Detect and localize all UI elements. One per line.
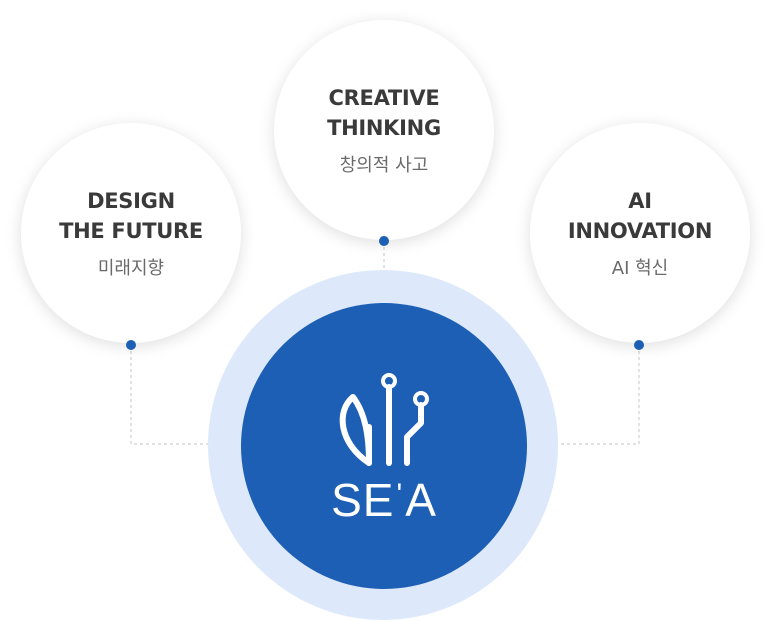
connector-dot-right bbox=[634, 340, 644, 350]
sea-logo-icon bbox=[339, 373, 429, 466]
node-left-title: DESIGN THE FUTURE bbox=[59, 189, 203, 243]
connector-dot-left bbox=[126, 340, 136, 350]
node-creative-thinking: CREATIVE THINKING 창의적 사고 bbox=[274, 20, 494, 240]
connector-dot-top bbox=[379, 236, 389, 246]
core-circle: SE'A bbox=[241, 303, 527, 589]
node-ai-innovation: AI INNOVATION AI 혁신 bbox=[530, 123, 750, 343]
node-design-the-future: DESIGN THE FUTURE 미래지향 bbox=[21, 123, 241, 343]
logo-se: SE bbox=[331, 474, 395, 526]
node-top-title: CREATIVE THINKING bbox=[327, 86, 441, 140]
node-left-subtitle: 미래지향 bbox=[97, 258, 165, 279]
logo-a: A bbox=[405, 474, 437, 526]
sea-logo-text: SE'A bbox=[241, 473, 527, 527]
logo-tick: ' bbox=[396, 478, 404, 511]
connector-right bbox=[557, 345, 640, 445]
node-right-subtitle: AI 혁신 bbox=[611, 258, 669, 279]
connector-left bbox=[130, 345, 210, 445]
node-top-subtitle: 창의적 사고 bbox=[339, 155, 429, 176]
node-right-title: AI INNOVATION bbox=[567, 189, 713, 243]
